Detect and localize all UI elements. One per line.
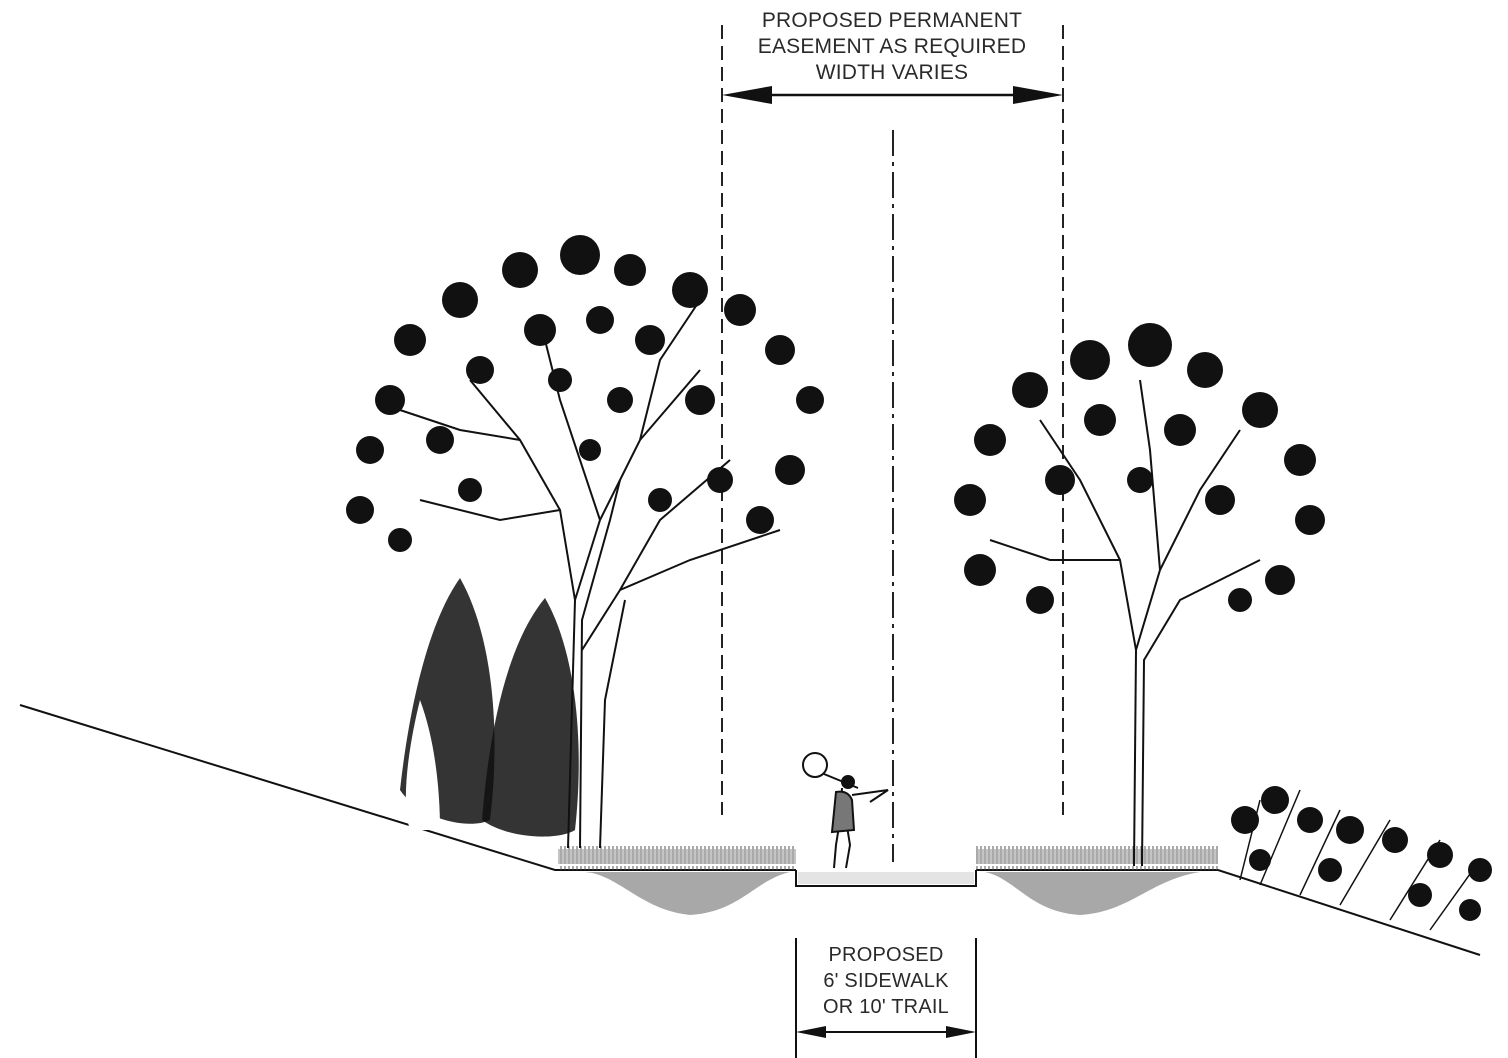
right-swale [985,872,1200,915]
sidewalk-label: PROPOSED 6' SIDEWALK OR 10' TRAIL [798,942,974,1020]
sidewalk-label-line-2: 6' SIDEWALK [823,970,949,992]
ground-profile [19,704,1481,956]
right-grass-strip [976,846,1218,870]
easement-label-line-3: WIDTH VARIES [815,61,969,84]
large-tree-left [346,235,824,849]
sidewalk-paving [798,872,974,884]
shrubs-right [1231,786,1492,931]
pedestrian-figure [802,752,889,869]
tree-right [954,323,1325,867]
sidewalk-label-line-1: PROPOSED [828,944,944,966]
conifer-shrubs-left [400,578,579,837]
left-swale [585,872,790,915]
easement-label-line-2: EASEMENT AS REQUIRED [757,35,1027,58]
sidewalk-dimension [795,938,977,1058]
easement-label: PROPOSED PERMANENT EASEMENT AS REQUIRED … [702,8,1082,86]
easement-label-line-1: PROPOSED PERMANENT [761,9,1023,32]
left-grass-strip [558,846,796,870]
sidewalk-label-line-3: OR 10' TRAIL [823,996,949,1018]
easement-dimension-arrow [722,86,1063,104]
